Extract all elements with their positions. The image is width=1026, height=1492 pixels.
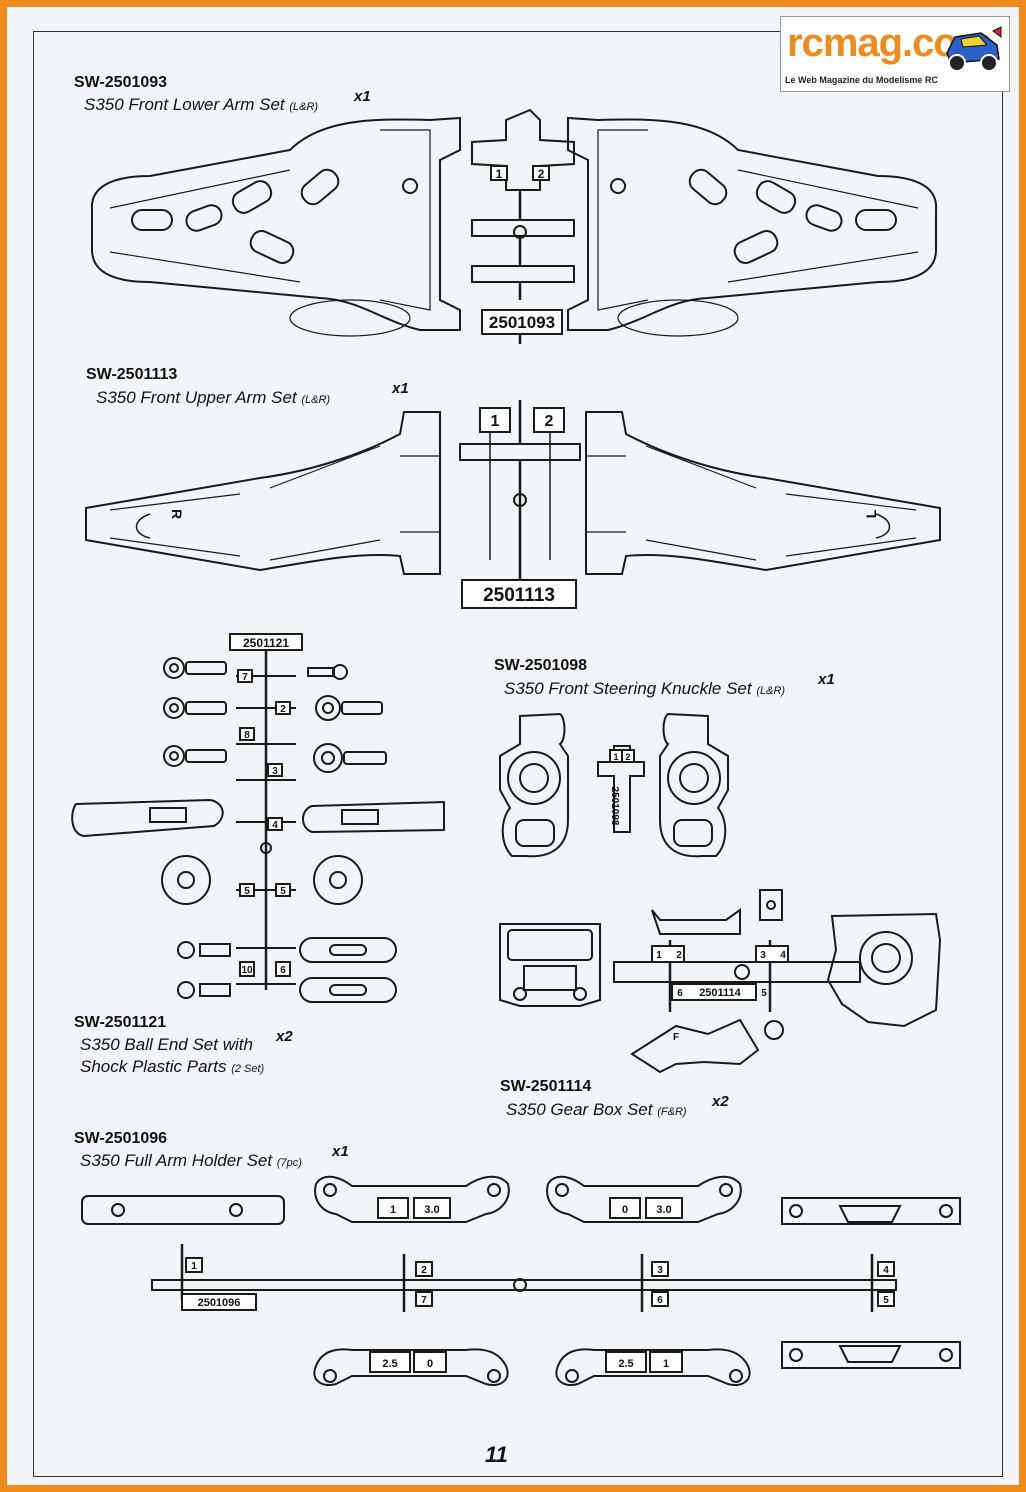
ball-end-part-2: 2 [280,704,286,715]
holder-bottom-a-value-1: 2.5 [382,1358,397,1370]
arm-holder-part-7: 7 [421,1295,427,1306]
ball-end-title-line1: S350 Ball End Set with [80,1035,253,1054]
ball-end-part-8: 8 [244,730,250,741]
steering-knuckle-tree-label: 2501098 [609,787,620,826]
ball-end-tree-label: 2501121 [243,636,289,650]
front-lower-arm-title: S350 Front Lower Arm Set (L&R) [84,95,319,114]
steering-knuckle-part-1: 1 [613,752,618,762]
gear-box-title: S350 Gear Box Set (F&R) [506,1100,687,1119]
holder-top-a-value-1: 1 [390,1204,396,1216]
holder-bottom-b-value-1: 2.5 [618,1358,633,1370]
ball-end-tree [229,633,303,990]
ball-end-parts [71,657,445,1003]
ball-end-code: SW-2501121 [74,1014,167,1031]
front-lower-arm-code: SW-2501093 [74,74,168,91]
gear-box-tree-label: 2501114 [699,987,741,999]
front-lower-arm-left [90,116,461,337]
ball-end-part-6: 6 [280,965,286,976]
front-upper-arm-part-1: 1 [491,413,500,430]
steering-knuckle-title: S350 Front Steering Knuckle Set (L&R) [504,679,786,698]
front-upper-arm-code: SW-2501113 [86,366,178,383]
arm-holder-part-2: 2 [421,1265,427,1276]
holder-bottom-b-value-2: 1 [663,1358,669,1370]
gear-box-part-6: 6 [677,988,683,999]
front-upper-arm-side-right: L [863,509,879,518]
arm-holder-tree-label: 2501096 [198,1297,241,1309]
front-upper-arm-right [585,411,941,575]
front-lower-arm-part-1: 1 [496,167,503,181]
page-border [33,31,1003,1477]
front-upper-arm-left [85,411,441,575]
gear-box-code: SW-2501114 [500,1078,592,1095]
gear-box-part-3: 3 [760,950,766,961]
holder-bottom-a-value-2: 0 [427,1358,433,1370]
gear-box-qty: x2 [712,1093,729,1110]
front-lower-arm-part-2: 2 [538,167,545,181]
ball-end-part-5b: 5 [280,886,286,897]
front-upper-arm-qty: x1 [392,380,409,397]
gear-box-part-4: 4 [780,950,786,961]
ball-end-title-line2: Shock Plastic Parts (2 Set) [80,1057,265,1076]
ball-end-part-7: 7 [242,672,248,683]
front-upper-arm-tree [459,400,581,609]
gear-box-part-2: 2 [676,950,682,961]
arm-holder-part-6: 6 [657,1295,663,1306]
arm-holder-part-1: 1 [191,1261,197,1272]
gear-box-part-5: 5 [761,988,767,999]
holder-top-a-value-2: 3.0 [424,1204,439,1216]
gear-box-part-letter: F [673,1032,679,1043]
arm-holder-qty: x1 [332,1143,349,1160]
front-upper-arm-tree-label: 2501113 [483,585,555,606]
gear-box-part-1: 1 [656,950,662,961]
steering-knuckle-code: SW-2501098 [494,657,588,674]
ball-end-part-5a: 5 [244,886,250,897]
rc-car-icon [946,26,1002,72]
ball-end-part-4: 4 [272,820,278,831]
steering-knuckle-qty: x1 [818,671,835,688]
ball-end-part-10: 10 [241,965,253,976]
brand-tagline: Le Web Magazine du Modelisme RC [785,75,938,85]
gear-box-parts [499,889,942,1074]
front-lower-arm-tree [471,108,575,344]
front-lower-arm-tree-label: 2501093 [489,313,555,332]
steering-knuckle-parts [499,712,729,858]
arm-holder-code: SW-2501096 [74,1130,168,1147]
arm-holder-part-5: 5 [883,1295,889,1306]
front-upper-arm-side-left: R [169,509,185,519]
front-upper-arm-title: S350 Front Upper Arm Set (L&R) [96,388,331,407]
steering-knuckle-part-2: 2 [625,752,630,762]
ball-end-qty: x2 [276,1028,293,1045]
front-lower-arm-qty: x1 [354,88,371,105]
brand-logo[interactable]: rcmag.com Le Web Magazine du Modelisme R… [780,16,1010,92]
front-upper-arm-part-2: 2 [545,413,554,430]
arm-holder-part-4: 4 [883,1265,889,1276]
page-number: 11 [485,1442,508,1467]
holder-top-b-value-2: 3.0 [656,1204,671,1216]
front-lower-arm-right [567,116,938,337]
arm-holder-parts [81,1175,961,1386]
ball-end-part-3: 3 [272,766,278,777]
arm-holder-part-3: 3 [657,1265,663,1276]
arm-holder-title: S350 Full Arm Holder Set (7pc) [80,1151,302,1170]
holder-top-b-value-1: 0 [622,1204,628,1216]
